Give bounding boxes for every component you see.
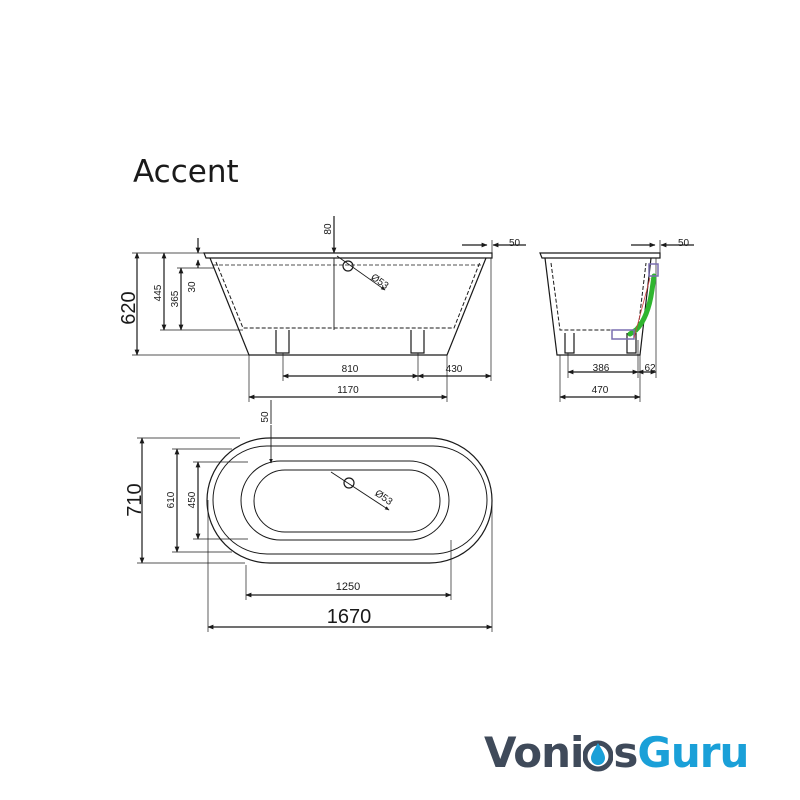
- side-inner-contour: [215, 261, 481, 329]
- side-view: [132, 216, 526, 402]
- top-basin-outer: [240, 460, 450, 541]
- dim-365: 365: [170, 290, 181, 307]
- top-view: [137, 400, 493, 632]
- end-inner-contour: [550, 262, 647, 331]
- dim-50-top: 50: [260, 411, 271, 423]
- logo-text-voni: Voni: [484, 727, 584, 777]
- dim-470: 470: [592, 385, 609, 396]
- end-foot-right: [626, 333, 637, 354]
- side-foot-left: [275, 330, 290, 354]
- side-rim: [203, 252, 493, 259]
- dim-1170: 1170: [337, 385, 359, 396]
- dim-30: 30: [187, 281, 198, 293]
- dim-810: 810: [342, 364, 359, 375]
- dim-710: 710: [124, 483, 146, 516]
- dim-430: 430: [446, 364, 463, 375]
- dim-62: 62: [644, 363, 656, 374]
- dim-50-side: 50: [509, 238, 521, 249]
- dim-450: 450: [187, 491, 198, 508]
- top-drain-circle: [343, 477, 355, 489]
- drain-pipe: [627, 273, 657, 337]
- vonios-guru-logo: Voni s Guru: [484, 726, 749, 778]
- page-title: Accent: [133, 154, 239, 190]
- end-view: [539, 240, 694, 402]
- end-view-labels: 50 386 62 470: [592, 238, 690, 396]
- logo-text-s: s: [613, 727, 638, 777]
- dim-drain-top: Ø53: [373, 488, 395, 508]
- dim-drain-side: Ø53: [369, 272, 391, 292]
- end-body: [544, 257, 652, 356]
- dim-386: 386: [593, 363, 610, 374]
- logo-text-guru: Guru: [637, 727, 749, 777]
- dim-1250: 1250: [336, 581, 360, 593]
- dim-50-end: 50: [678, 238, 690, 249]
- dim-610: 610: [166, 491, 177, 508]
- dim-1670: 1670: [327, 606, 372, 628]
- side-foot-right: [410, 330, 425, 354]
- overflow-valve: [648, 263, 659, 277]
- overflow-drain-assembly: [611, 263, 659, 340]
- dim-445: 445: [153, 284, 164, 301]
- side-view-labels: 620 445 365 30 80 Ø53 50 810 430 1170: [118, 223, 521, 396]
- dim-620: 620: [118, 291, 140, 324]
- end-rim: [539, 252, 661, 259]
- side-body: [209, 257, 487, 356]
- dim-80: 80: [323, 223, 334, 235]
- top-basin-floor: [253, 469, 441, 533]
- water-drop-icon: [583, 740, 614, 772]
- side-drain-circle: [342, 260, 354, 272]
- top-inner-rim: [212, 445, 488, 555]
- end-foot-left: [564, 333, 575, 354]
- drain-valve: [611, 329, 635, 340]
